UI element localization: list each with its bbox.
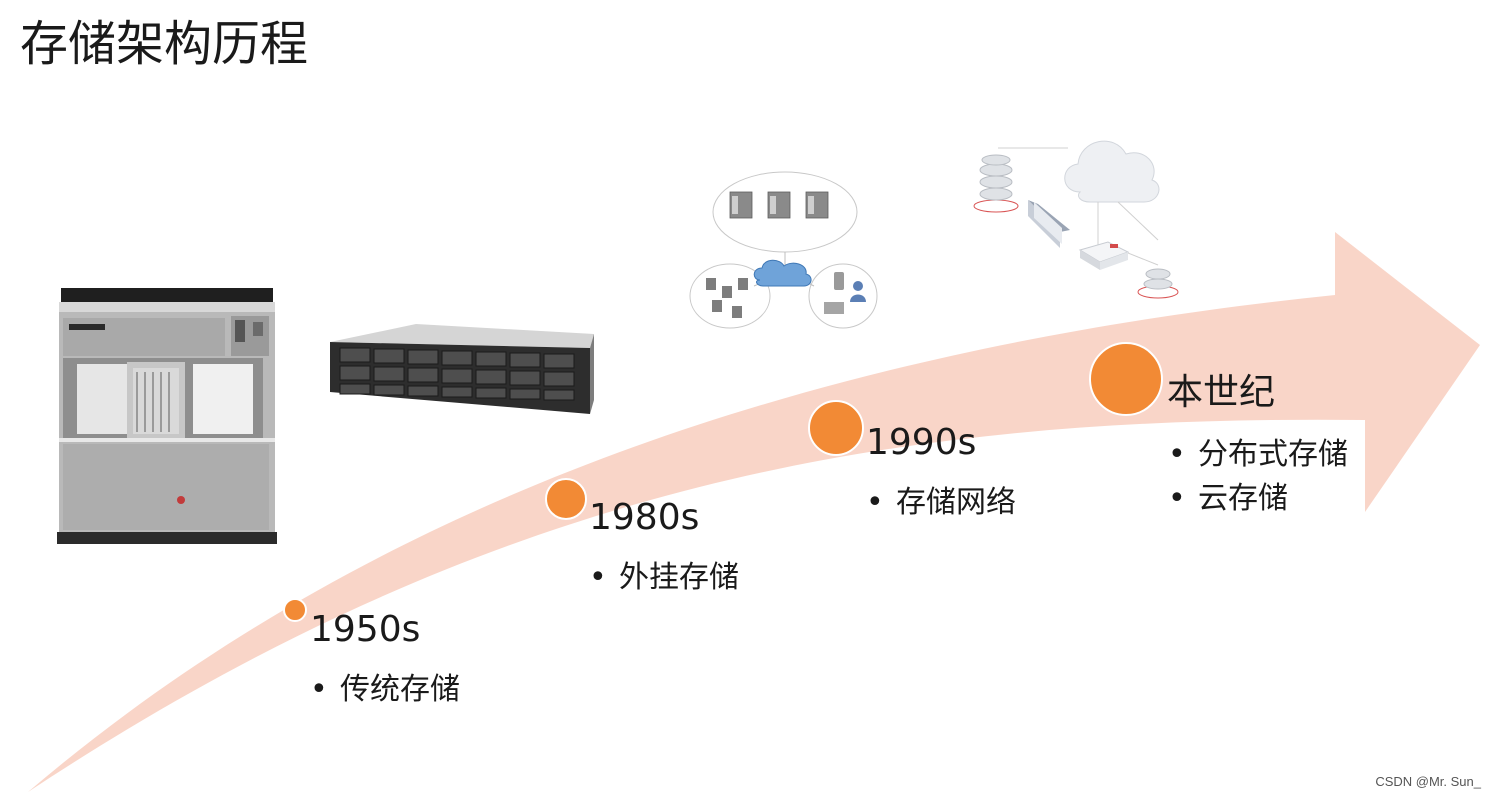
bullet-dot-icon: • bbox=[1168, 437, 1186, 472]
era-item: •外挂存储 bbox=[589, 556, 739, 600]
era-marker-dot bbox=[808, 400, 864, 456]
watermark: CSDN @Mr. Sun_ bbox=[1375, 774, 1481, 789]
era-marker-dot bbox=[283, 598, 307, 622]
era-item-list: •外挂存储 bbox=[589, 556, 739, 600]
era-marker-dot bbox=[545, 478, 587, 520]
bullet-dot-icon: • bbox=[310, 672, 328, 707]
mainframe-storage-cabinet-image bbox=[57, 288, 277, 544]
era-item: •存储网络 bbox=[866, 481, 1016, 525]
era-item-list: •传统存储 bbox=[310, 668, 460, 712]
era-item: •云存储 bbox=[1168, 477, 1348, 521]
bullet-dot-icon: • bbox=[866, 485, 884, 520]
bullet-dot-icon: • bbox=[1168, 481, 1186, 516]
cloud-storage-diagram-image bbox=[973, 140, 1179, 299]
era-marker-dot bbox=[1089, 342, 1163, 416]
storage-network-diagram-image bbox=[689, 171, 878, 329]
era-year-label: 1980s bbox=[589, 497, 700, 538]
era-item: •传统存储 bbox=[310, 668, 460, 712]
era-year-label: 1950s bbox=[310, 609, 421, 650]
era-item-list: •存储网络 bbox=[866, 481, 1016, 525]
bullet-dot-icon: • bbox=[589, 560, 607, 595]
era-item-list: •分布式存储 •云存储 bbox=[1168, 433, 1348, 521]
era-year-label: 1990s bbox=[866, 422, 977, 463]
rack-disk-array-image bbox=[330, 324, 594, 414]
era-item: •分布式存储 bbox=[1168, 433, 1348, 477]
era-year-label: 本世纪 bbox=[1167, 372, 1276, 413]
slide-title: 存储架构历程 bbox=[20, 16, 309, 72]
